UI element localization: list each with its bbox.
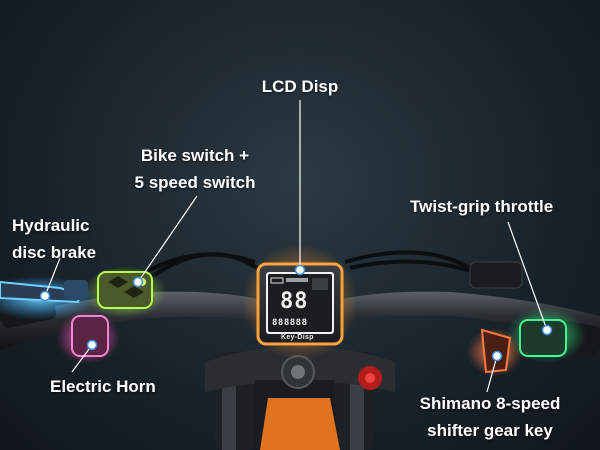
- label-twist-grip-throttle: Twist-grip throttle: [410, 197, 554, 216]
- label-shimano-shifter: Shimano 8-speed shifter gear key: [419, 394, 561, 440]
- lcd-odometer-readout: 888888: [272, 318, 308, 328]
- label-hydraulic-brake: Hydraulic disc brake: [12, 216, 97, 262]
- label-lcd-display: LCD Disp: [261, 77, 339, 96]
- horn-button: [71, 315, 109, 357]
- label-bike-switch: Bike switch + 5 speed switch: [134, 146, 256, 192]
- lcd-brand-label: Key-Disp: [281, 334, 314, 341]
- hydraulic-brake-lever: [0, 280, 88, 304]
- callout-lines: [44, 100, 548, 393]
- bike-switch-unit: [97, 271, 153, 309]
- lcd-display: [256, 262, 344, 346]
- fork-and-stem: [205, 346, 395, 450]
- lcd-speed-readout: 88: [280, 289, 309, 314]
- callout-dots: [39, 264, 553, 362]
- label-electric-horn: Electric Horn: [50, 377, 156, 396]
- twist-grip-throttle: [469, 261, 567, 357]
